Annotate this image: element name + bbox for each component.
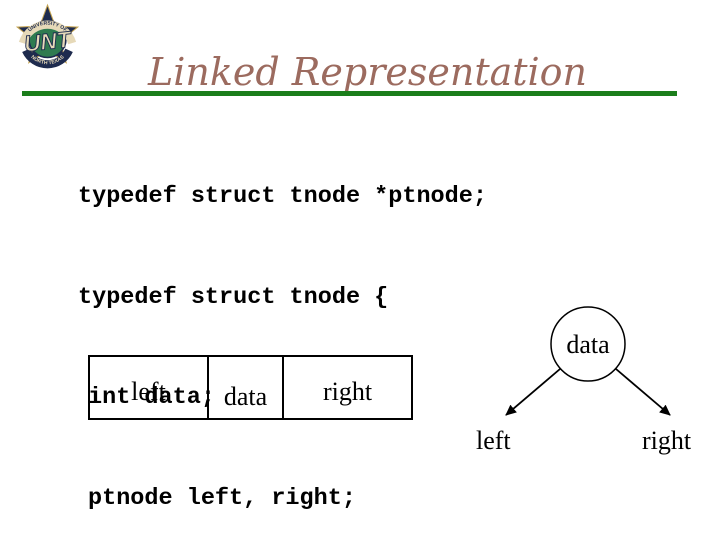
struct-cell-right: right: [282, 357, 411, 418]
tree-right-child-label: right: [642, 426, 692, 455]
code-block: typedef struct tnode *ptnode; typedef st…: [67, 113, 487, 540]
tree-diagram: data: [505, 306, 671, 416]
root-node-circle: [550, 306, 626, 382]
struct-cell-right-label: right: [322, 376, 373, 406]
right-pointer-arrow: [615, 368, 671, 416]
struct-cell-data-label: data: [223, 381, 268, 411]
unt-logo-icon: UNIVERSITY OF NORTH TEXAS UNT: [16, 3, 79, 69]
code-line: typedef struct tnode {: [78, 283, 389, 311]
struct-cell-data: data: [207, 357, 282, 418]
struct-cell-left-label: left: [131, 376, 166, 406]
code-line: typedef struct tnode *ptnode;: [78, 183, 487, 210]
slide-title: Linked Representation: [148, 50, 588, 94]
title-underline-rule: [22, 91, 677, 96]
left-pointer-arrow: [505, 368, 561, 416]
root-node-label: data: [566, 330, 610, 359]
logo-acronym-text: UNT: [23, 27, 74, 57]
tree-left-child-label: left: [476, 426, 511, 455]
code-line: int data;: [88, 384, 215, 411]
node-struct-diagram: left data right: [88, 355, 413, 420]
struct-cell-left: left: [90, 357, 207, 418]
code-line: ptnode left, right;: [88, 484, 356, 512]
